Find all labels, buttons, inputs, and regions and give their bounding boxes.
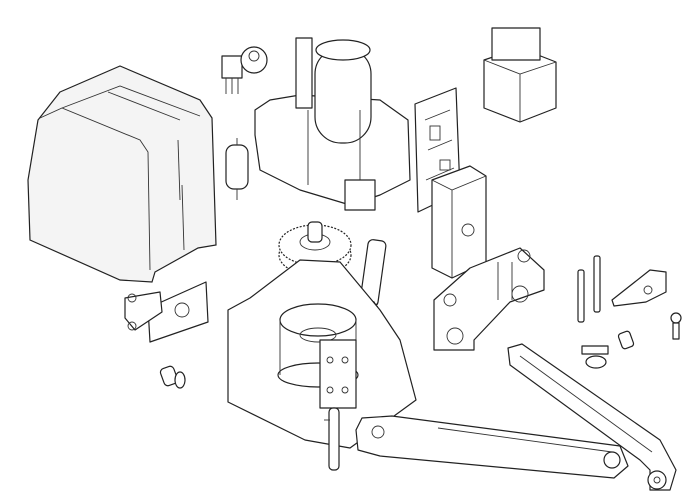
limit-switch [221,46,268,94]
lever-arm-curved [507,343,677,491]
mounting-bracket [433,247,545,351]
lever-arm-straight [355,415,629,479]
housing-cover [27,65,217,283]
transformer [483,27,557,123]
bolts [577,255,682,369]
gearbox-base [227,259,417,449]
release-key [159,365,186,389]
junction-box [431,165,487,279]
capacitor [225,138,249,200]
pin [324,407,340,471]
release-lock-plate [124,281,209,343]
motor-assembly [254,37,411,211]
